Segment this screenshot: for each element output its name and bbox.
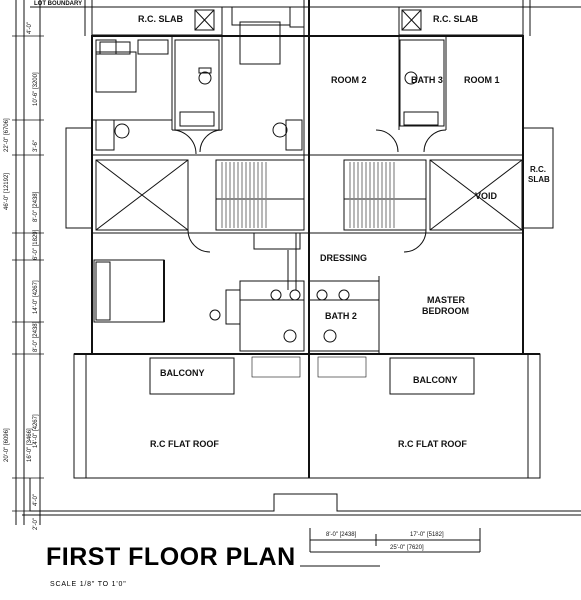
dim-h2: 17'-0" [5182] — [410, 532, 444, 538]
dim-d8: 8'-0" [2438] — [33, 321, 39, 352]
flat-roof-left-label: R.C FLAT ROOF — [150, 439, 219, 449]
dim-d5: 8'-0" [2438] — [33, 191, 39, 222]
room-1-label: ROOM 1 — [464, 75, 500, 85]
dim-h3: 25'-0" [7620] — [390, 545, 424, 551]
void-label: VOID — [475, 191, 498, 201]
bed-icon — [95, 51, 137, 93]
rc-slab-right-label: R.C. SLAB — [433, 14, 478, 24]
master-bedroom-label-1: MASTER — [427, 295, 465, 305]
dim-d4: 3'-6" — [33, 140, 39, 152]
flat-roof-right-label: R.C FLAT ROOF — [398, 439, 467, 449]
master-bed-icon — [93, 259, 165, 323]
drawing-title: FIRST FLOOR PLAN — [46, 543, 296, 571]
dim-d3: 22'-0" [6706] — [4, 118, 10, 152]
dim-overall: 46'-0" [12192] — [4, 173, 10, 210]
bath-2-label: BATH 2 — [325, 311, 357, 321]
dim-d11: 14'-0" [4267] — [33, 414, 39, 448]
bed-icon — [239, 21, 281, 65]
drawing-scale: SCALE 1/8" TO 1'0" — [50, 581, 127, 588]
balcony-right-label: BALCONY — [413, 375, 458, 385]
dim-d1: 4'-0" — [27, 22, 33, 34]
dim-d13: 2'-0" — [33, 518, 39, 530]
master-bedroom-label-2: BEDROOM — [422, 306, 469, 316]
rc-slab-left-label: R.C. SLAB — [138, 14, 183, 24]
rc-slab-side-label-1: R.C. — [530, 165, 546, 174]
dim-d2: 10'-6" [3200] — [33, 72, 39, 106]
slab-opening-left — [194, 9, 215, 31]
dressing-label: DRESSING — [320, 253, 368, 263]
balcony-left-label: BALCONY — [160, 368, 205, 378]
lot-boundary-label: LOT BOUNDARY — [34, 1, 83, 7]
rc-slab-side-label-2: SLAB — [528, 175, 550, 184]
slab-opening-right — [401, 9, 422, 31]
dim-h1: 8'-0" [2438] — [326, 532, 357, 538]
bath-3-label: BATH 3 — [411, 75, 443, 85]
dim-d6: 6'-0" [1829] — [33, 229, 39, 260]
room-2-label: ROOM 2 — [331, 75, 367, 85]
dim-d12: 4'-0" — [33, 494, 39, 506]
dim-d9: 20'-0" [6096] — [4, 428, 10, 462]
dim-d7: 14'-0" [4267] — [33, 280, 39, 314]
